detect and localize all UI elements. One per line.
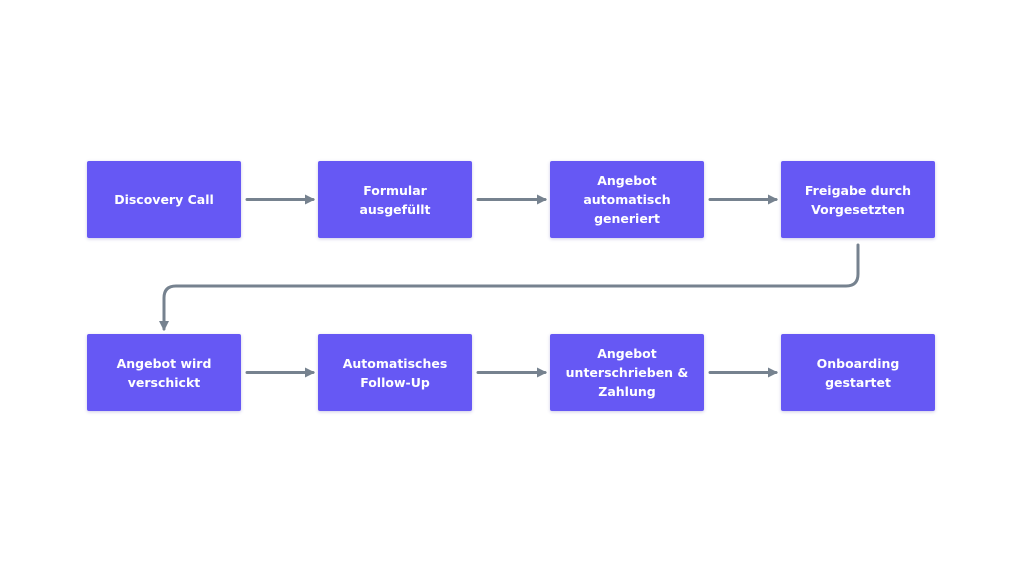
node-angebot-automatisch-generiert[interactable]: Angebot automatisch generiert xyxy=(550,161,704,238)
node-label: Formular ausgefüllt xyxy=(359,182,431,217)
node-formular-ausgefuellt[interactable]: Formular ausgefüllt xyxy=(318,161,472,238)
node-angebot-wird-verschickt[interactable]: Angebot wird verschickt xyxy=(87,334,241,411)
node-label: Automatisches Follow-Up xyxy=(342,355,448,390)
node-discovery-call[interactable]: Discovery Call xyxy=(87,161,241,238)
connector-arrow-4 xyxy=(159,243,860,331)
node-freigabe-durch-vorgesetzten[interactable]: Freigabe durch Vorgesetzten xyxy=(781,161,935,238)
node-label: Angebot unterschrieben & Zahlung xyxy=(565,346,689,399)
node-label: Freigabe durch Vorgesetzten xyxy=(804,182,912,217)
node-angebot-unterschrieben-zahlung[interactable]: Angebot unterschrieben & Zahlung xyxy=(550,334,704,411)
node-label: Onboarding gestartet xyxy=(816,355,900,390)
node-label: Angebot wird verschickt xyxy=(116,355,212,390)
node-label: Discovery Call xyxy=(114,192,214,207)
node-label: Angebot automatisch generiert xyxy=(583,173,671,226)
node-automatisches-follow-up[interactable]: Automatisches Follow-Up xyxy=(318,334,472,411)
node-onboarding-gestartet[interactable]: Onboarding gestartet xyxy=(781,334,935,411)
